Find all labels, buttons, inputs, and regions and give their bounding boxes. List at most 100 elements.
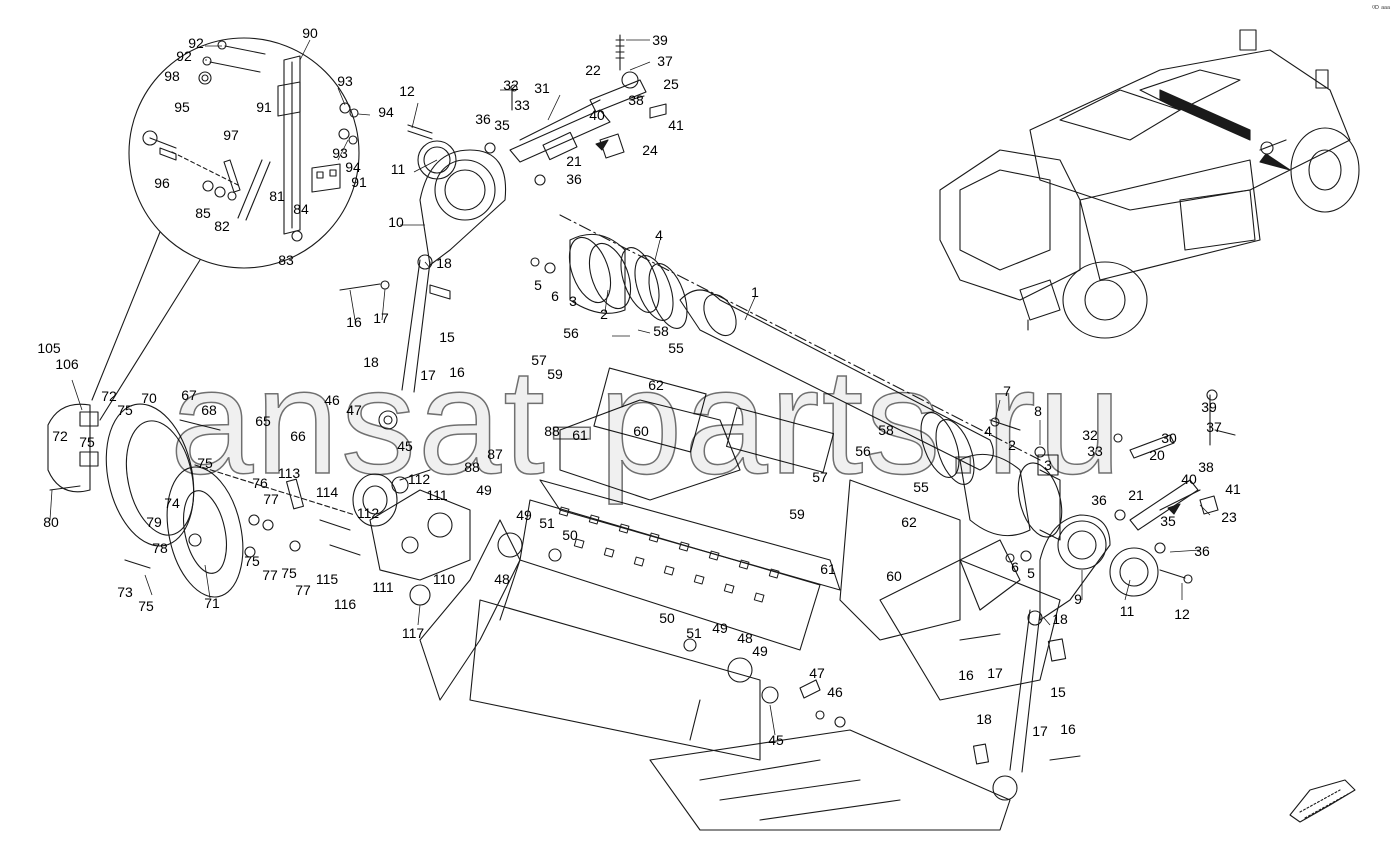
callout-number: 112 bbox=[408, 471, 431, 487]
callout-number: 37 bbox=[1206, 419, 1222, 435]
callout-number: 82 bbox=[214, 218, 230, 234]
callout-number: 61 bbox=[820, 561, 836, 577]
callout-number: 110 bbox=[433, 571, 456, 587]
callout-number: 17 bbox=[987, 665, 1003, 681]
callout-number: 77 bbox=[263, 491, 279, 507]
leader-lines bbox=[49, 39, 1211, 736]
callout-number: 88 bbox=[544, 423, 560, 439]
callout-number: 45 bbox=[768, 732, 784, 748]
callout-number: 88 bbox=[464, 459, 480, 475]
callout-number: 8 bbox=[1034, 403, 1042, 419]
callout-number: 57 bbox=[812, 469, 828, 485]
callout-number: 11 bbox=[1120, 603, 1135, 619]
callout-number: 75 bbox=[138, 598, 154, 614]
callout-number: 83 bbox=[278, 252, 294, 268]
callout-number: 22 bbox=[585, 62, 601, 78]
callout-number: 18 bbox=[436, 255, 452, 271]
callout-number: 112 bbox=[357, 505, 380, 521]
callout-number: 75 bbox=[117, 402, 133, 418]
callout-number: 36 bbox=[1091, 492, 1107, 508]
callout-number: 93 bbox=[337, 73, 353, 89]
callout-number: 49 bbox=[752, 643, 768, 659]
callout-number: 15 bbox=[1050, 684, 1066, 700]
callout-number: 16 bbox=[449, 364, 465, 380]
upper-cylinder bbox=[484, 34, 667, 186]
callout-number: 12 bbox=[399, 83, 415, 99]
callout-number: 93 bbox=[332, 145, 348, 161]
callout-number: 10 bbox=[388, 214, 404, 230]
callout-number: 21 bbox=[1128, 487, 1144, 503]
callout-number: 57 bbox=[531, 352, 547, 368]
callout-number: 72 bbox=[101, 388, 117, 404]
callout-number: 36 bbox=[1194, 543, 1210, 559]
callout-number: 61 bbox=[572, 427, 588, 443]
callout-number: 2 bbox=[600, 306, 608, 322]
callout-number: 21 bbox=[566, 153, 582, 169]
callout-number: 40 bbox=[1181, 471, 1197, 487]
callout-number: 113 bbox=[278, 465, 301, 481]
callout-number: 59 bbox=[789, 506, 805, 522]
callout-number: 75 bbox=[197, 455, 213, 471]
callout-number: 6 bbox=[551, 288, 559, 304]
corner-tag: ⁰ᴰ ᵃᵃᵃ bbox=[1372, 4, 1390, 13]
callout-number: 75 bbox=[281, 565, 297, 581]
callout-number: 3 bbox=[569, 293, 577, 309]
callout-number: 18 bbox=[1052, 611, 1068, 627]
callout-number: 39 bbox=[652, 32, 668, 48]
callout-number: 1 bbox=[751, 284, 759, 300]
callout-number: 7 bbox=[1003, 383, 1011, 399]
callout-number: 115 bbox=[316, 571, 339, 587]
callout-number: 56 bbox=[563, 325, 579, 341]
center-mounting-plate bbox=[319, 469, 471, 606]
callout-number: 32 bbox=[503, 77, 519, 93]
callout-number: 16 bbox=[1060, 721, 1076, 737]
callout-number: 72 bbox=[52, 428, 68, 444]
callout-number: 48 bbox=[494, 571, 510, 587]
callout-number: 94 bbox=[378, 104, 394, 120]
callout-number: 95 bbox=[174, 99, 190, 115]
callout-number: 16 bbox=[958, 667, 974, 683]
callout-number: 84 bbox=[293, 201, 309, 217]
callout-number: 6 bbox=[1011, 559, 1019, 575]
callout-number: 39 bbox=[1201, 399, 1217, 415]
callout-number: 75 bbox=[79, 434, 95, 450]
callout-number: 49 bbox=[712, 620, 728, 636]
callout-number: 5 bbox=[534, 277, 542, 293]
callout-number: 17 bbox=[1032, 723, 1048, 739]
callout-number: 58 bbox=[878, 422, 894, 438]
callout-number: 78 bbox=[152, 540, 168, 556]
callout-number: 76 bbox=[252, 475, 268, 491]
callout-number: 73 bbox=[117, 584, 133, 600]
callout-number: 85 bbox=[195, 205, 211, 221]
callout-number: 79 bbox=[146, 514, 162, 530]
main-shaft bbox=[530, 214, 1063, 541]
callout-number: 20 bbox=[1149, 447, 1165, 463]
callout-number: 74 bbox=[164, 495, 180, 511]
callout-number: 49 bbox=[476, 482, 492, 498]
callout-number: 66 bbox=[290, 428, 306, 444]
callout-number: 17 bbox=[373, 310, 389, 326]
callout-number: 62 bbox=[648, 377, 664, 393]
callout-number: 92 bbox=[188, 35, 204, 51]
callout-number: 56 bbox=[855, 443, 871, 459]
callout-number: 2 bbox=[1008, 437, 1016, 453]
callout-number: 16 bbox=[346, 314, 362, 330]
right-link-arm bbox=[959, 514, 1193, 801]
right-hub bbox=[989, 417, 1046, 563]
callout-3-box bbox=[1037, 454, 1059, 476]
callout-number: 15 bbox=[439, 329, 455, 345]
callout-number: 32 bbox=[1082, 427, 1098, 443]
callout-number: 50 bbox=[562, 527, 578, 543]
callout-number: 49 bbox=[516, 507, 532, 523]
callout-number: 4 bbox=[984, 423, 992, 439]
callout-number: 106 bbox=[55, 356, 79, 372]
callout-number: 71 bbox=[204, 595, 220, 611]
callout-number: 116 bbox=[334, 596, 357, 612]
callout-number: 35 bbox=[1160, 513, 1176, 529]
callout-number: 60 bbox=[886, 568, 902, 584]
detail-magnifier bbox=[91, 37, 360, 421]
callout-number: 36 bbox=[566, 171, 582, 187]
left-link-arm bbox=[339, 124, 507, 430]
